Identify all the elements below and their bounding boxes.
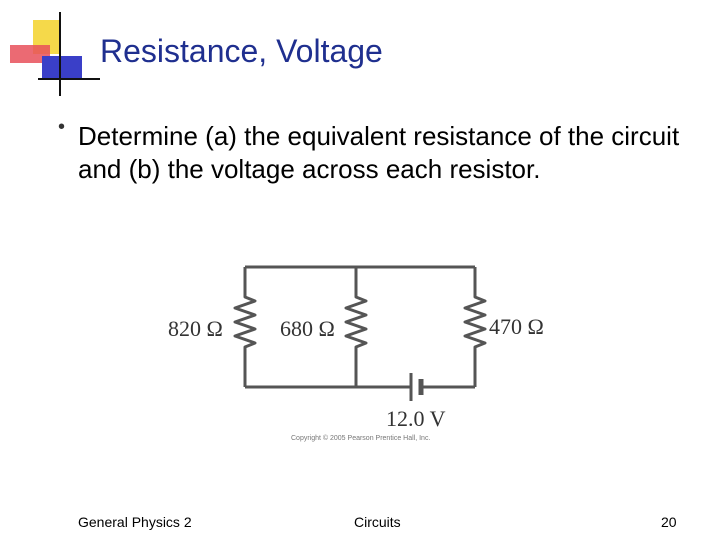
slide-logo-graphic	[10, 12, 100, 96]
resistor-680-label: 680 Ω	[280, 316, 335, 341]
battery-voltage-label: 12.0 V	[386, 406, 446, 431]
slide-title: Resistance, Voltage	[100, 33, 383, 69]
resistor-820-label: 820 Ω	[168, 316, 223, 341]
resistor-470-label: 470 Ω	[489, 314, 544, 339]
resistor-470-symbol	[463, 267, 487, 387]
resistor-680-symbol	[344, 267, 368, 387]
copyright-notice: Copyright © 2005 Pearson Prentice Hall, …	[291, 434, 430, 442]
bullet-marker: •	[58, 116, 66, 138]
footer-course: General Physics 2	[78, 514, 192, 530]
battery-symbol	[409, 373, 424, 401]
problem-statement: Determine (a) the equivalent resistance …	[78, 121, 680, 184]
resistor-820-symbol	[233, 267, 257, 387]
page-number: 20	[661, 514, 677, 530]
circuit-diagram: 820 Ω 680 Ω 470 Ω 12.0 V Copyright © 200…	[168, 265, 544, 442]
footer-topic: Circuits	[354, 514, 401, 530]
